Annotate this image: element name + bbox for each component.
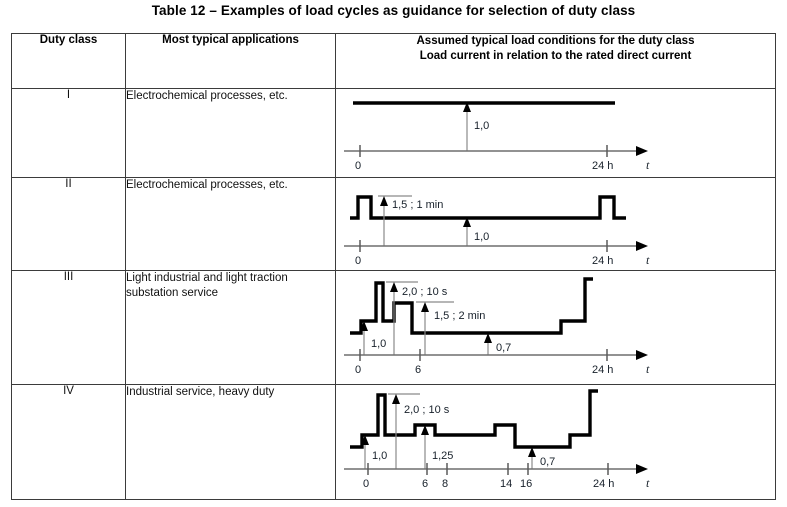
axis-label-14: 14 xyxy=(500,478,512,490)
application-text-2: Electrochemical processes, etc. xyxy=(125,177,336,271)
load-cycle-chart-1: 1,0 0 24 h t xyxy=(335,88,776,178)
table-header-row: Duty class Most typical applications Ass… xyxy=(11,33,776,89)
axis-label-0: 0 xyxy=(355,364,361,376)
annotation-arrowhead-20 xyxy=(392,394,400,404)
header-duty-class: Duty class xyxy=(11,33,126,89)
load-cycle-chart-2: 1,5 ; 1 min 1,0 0 24 h t xyxy=(335,177,776,271)
annotation-arrowhead-15 xyxy=(421,302,429,312)
axis-label-24h: 24 h xyxy=(592,364,613,376)
annotation-label-20: 2,0 ; 10 s xyxy=(404,404,450,416)
annotation-label-20: 2,0 ; 10 s xyxy=(402,286,448,298)
application-text-1: Electrochemical processes, etc. xyxy=(125,88,336,178)
annotation-label-1: 1,0 xyxy=(474,120,489,132)
annotation-arrowhead-1 xyxy=(463,102,471,112)
annotation-label-10: 1,0 xyxy=(372,450,387,462)
application-text-3: Light industrial and light traction subs… xyxy=(125,270,336,385)
waveform-path xyxy=(350,195,626,220)
annotation-arrowhead-10 xyxy=(463,217,471,227)
annotation-arrowhead-125 xyxy=(421,425,429,435)
annotation-arrowhead-15 xyxy=(380,196,388,206)
load-cycle-chart-4: 2,0 ; 10 s 1,0 1,25 0,7 xyxy=(335,384,776,500)
axis-variable-t: t xyxy=(646,253,650,267)
duty-class-value-4: IV xyxy=(11,384,126,500)
waveform-path xyxy=(350,389,598,449)
axis-label-16: 16 xyxy=(520,478,532,490)
duty-class-value-2: II xyxy=(11,177,126,271)
time-axis-arrowhead xyxy=(636,146,648,156)
annotation-label-10: 1,0 xyxy=(474,231,489,243)
header-load-conditions-line1: Assumed typical load conditions for the … xyxy=(416,35,695,47)
header-load-conditions: Assumed typical load conditions for the … xyxy=(335,33,776,89)
annotation-arrowhead-10 xyxy=(360,321,368,331)
annotation-label-15: 1,5 ; 1 min xyxy=(392,199,443,211)
annotation-label-07: 0,7 xyxy=(540,456,555,468)
duty-class-3-waveform: 2,0 ; 10 s 1,5 ; 2 min 1,0 0,7 xyxy=(344,277,650,376)
time-axis-arrowhead xyxy=(636,464,648,474)
axis-label-8: 8 xyxy=(442,478,448,490)
table-row: IV Industrial service, heavy duty 2,0 ; … xyxy=(11,384,776,500)
table-row: III Light industrial and light traction … xyxy=(11,270,776,385)
application-text-4: Industrial service, heavy duty xyxy=(125,384,336,500)
annotation-label-125: 1,25 xyxy=(432,450,453,462)
table-row: I Electrochemical processes, etc. 1,0 xyxy=(11,88,776,178)
annotation-label-07: 0,7 xyxy=(496,342,511,354)
annotation-label-10: 1,0 xyxy=(371,338,386,350)
time-axis-arrowhead xyxy=(636,350,648,360)
axis-label-24h: 24 h xyxy=(593,478,614,490)
duty-class-value-3: III xyxy=(11,270,126,385)
annotation-arrowhead-20 xyxy=(390,282,398,292)
axis-label-0: 0 xyxy=(355,160,361,172)
annotation-arrowhead-07 xyxy=(484,333,492,343)
waveform-path xyxy=(350,277,593,335)
duty-class-2-waveform: 1,5 ; 1 min 1,0 0 24 h t xyxy=(344,195,650,267)
axis-variable-t: t xyxy=(646,158,650,172)
load-cycle-chart-3: 2,0 ; 10 s 1,5 ; 2 min 1,0 0,7 xyxy=(335,270,776,385)
duty-class-4-waveform: 2,0 ; 10 s 1,0 1,25 0,7 xyxy=(344,389,650,490)
duty-class-1-waveform: 1,0 0 24 h t xyxy=(344,101,650,172)
axis-variable-t: t xyxy=(646,476,650,490)
axis-label-24h: 24 h xyxy=(592,160,613,172)
header-most-typical-applications: Most typical applications xyxy=(125,33,336,89)
axis-variable-t: t xyxy=(646,362,650,376)
axis-label-0: 0 xyxy=(363,478,369,490)
table-row: II Electrochemical processes, etc. 1,5 ;… xyxy=(11,177,776,271)
axis-label-6: 6 xyxy=(415,364,421,376)
annotation-arrowhead-10 xyxy=(361,435,369,445)
annotation-label-15: 1,5 ; 2 min xyxy=(434,310,485,322)
axis-label-6: 6 xyxy=(422,478,428,490)
duty-class-table: Duty class Most typical applications Ass… xyxy=(11,33,776,500)
header-load-conditions-line2: Load current in relation to the rated di… xyxy=(419,50,692,62)
axis-label-24h: 24 h xyxy=(592,255,613,267)
axis-label-0: 0 xyxy=(355,255,361,267)
page-title: Table 12 – Examples of load cycles as gu… xyxy=(151,3,636,18)
annotation-arrowhead-07 xyxy=(528,447,536,457)
duty-class-value-1: I xyxy=(11,88,126,178)
time-axis-arrowhead xyxy=(636,241,648,251)
